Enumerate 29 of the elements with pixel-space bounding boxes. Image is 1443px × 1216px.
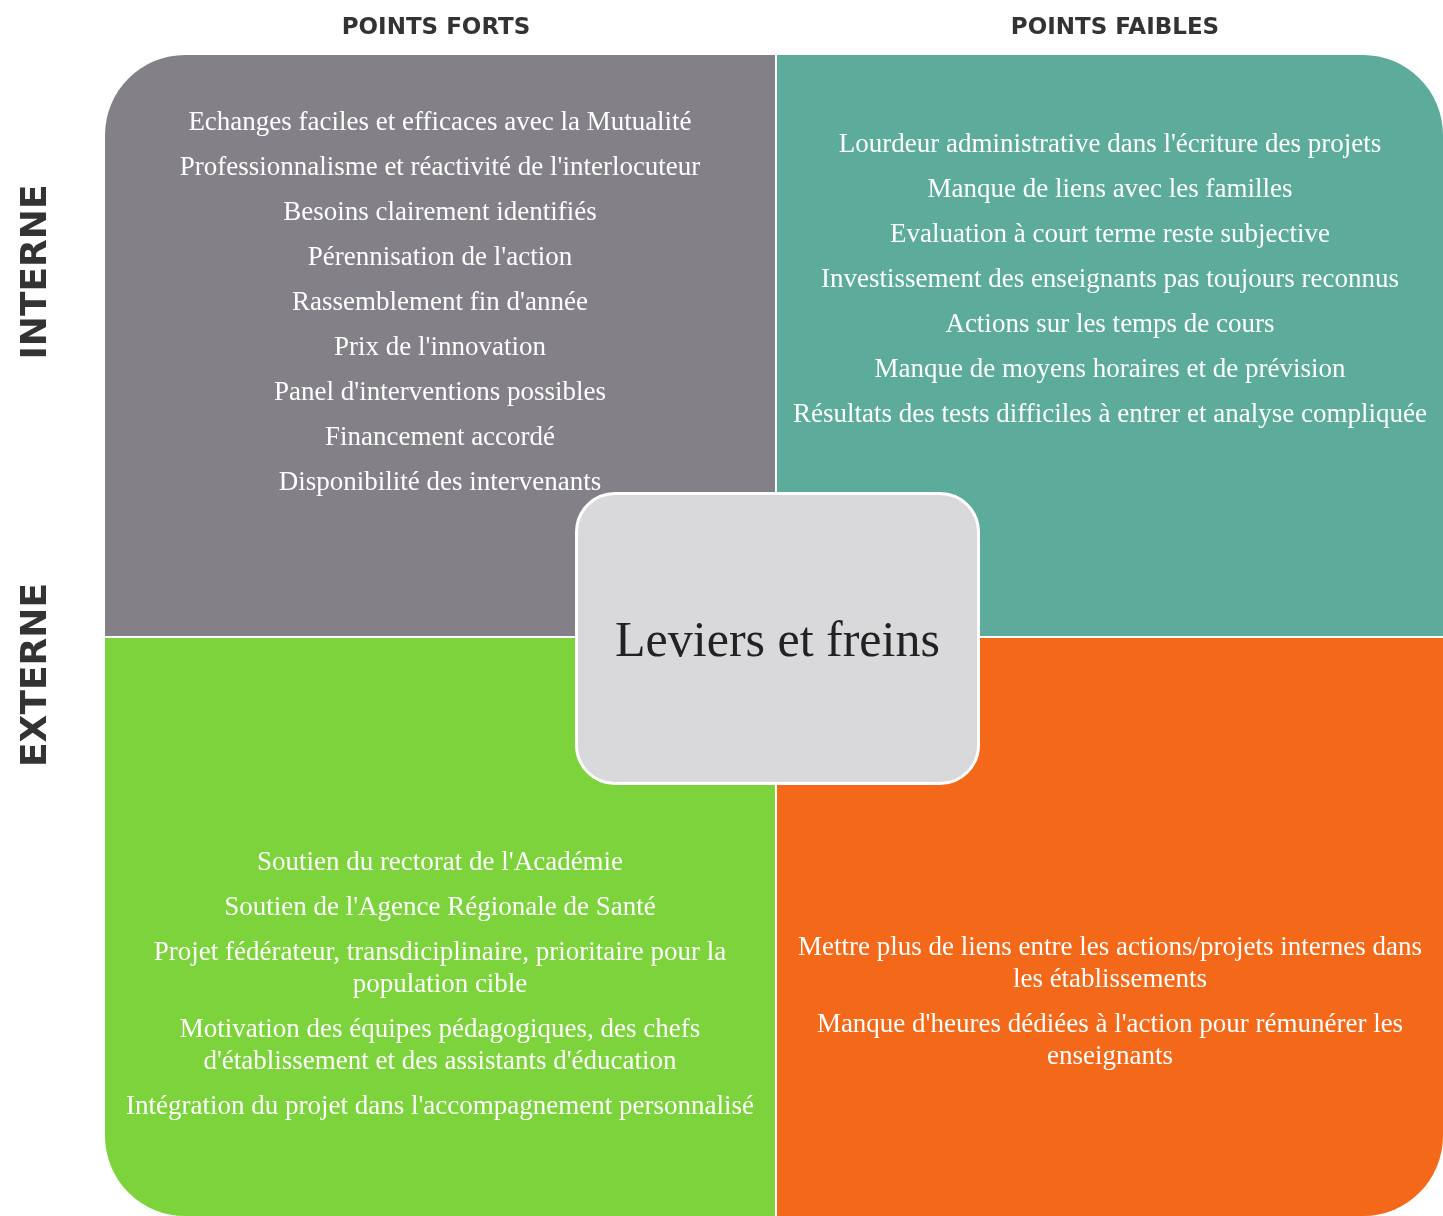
row-heading: INTERNE — [12, 184, 54, 360]
quadrant-item: Prix de l'innovation — [334, 330, 546, 362]
quadrant-item: Lourdeur administrative dans l'écriture des projets — [838, 127, 1382, 159]
quadrant-item: Projet fédérateur, transdiciplinaire, prioritaire pour la population cible — [152, 935, 728, 999]
quadrant-item: Pérennisation de l'action — [307, 240, 573, 272]
quadrant-item: Evaluation à court terme reste subjective — [889, 217, 1331, 249]
quadrant-item: Soutien de l'Agence Régionale de Santé — [224, 890, 656, 922]
quadrant-item: Manque de moyens horaires et de prévision — [874, 352, 1346, 384]
quadrant-item: Besoins clairement identifiés — [283, 195, 597, 227]
quadrant-item: Mettre plus de liens entre les actions/projets internes dans les établissements — [797, 930, 1423, 994]
quadrant-item: Motivation des équipes pédagogiques, des chefs d'établissement et des assistants d'éducation — [178, 1012, 702, 1076]
quadrant-item: Investissement des enseignants pas toujours reconnus — [820, 262, 1400, 294]
row-heading: EXTERNE — [12, 583, 54, 767]
center-box — [575, 492, 980, 785]
quadrant-item: Actions sur les temps de cours — [945, 307, 1275, 339]
column-heading: POINTS FORTS — [341, 13, 531, 39]
quadrant-item: Intégration du projet dans l'accompagnement personnalisé — [126, 1089, 754, 1121]
quadrant-item: Résultats des tests difficiles à entrer et analyse compliquée — [793, 397, 1427, 429]
quadrant-item: Panel d'interventions possibles — [274, 375, 606, 407]
center-title: Leviers et freins — [615, 609, 940, 668]
quadrant-item: Financement accordé — [324, 420, 556, 452]
quadrant-item: Manque d'heures dédiées à l'action pour rémunérer les enseignants — [815, 1007, 1405, 1071]
quadrant-item: Rassemblement fin d'année — [292, 285, 588, 317]
quadrant-item: Professionnalisme et réactivité de l'interlocuteur — [179, 150, 701, 182]
quadrant-item: Echanges faciles et efficaces avec la Mutualité — [188, 105, 692, 137]
column-heading: POINTS FAIBLES — [1010, 13, 1220, 39]
quadrant-item: Soutien du rectorat de l'Académie — [256, 845, 624, 877]
quadrant-item: Disponibilité des intervenants — [278, 465, 602, 497]
quadrant-item: Manque de liens avec les familles — [927, 172, 1293, 204]
